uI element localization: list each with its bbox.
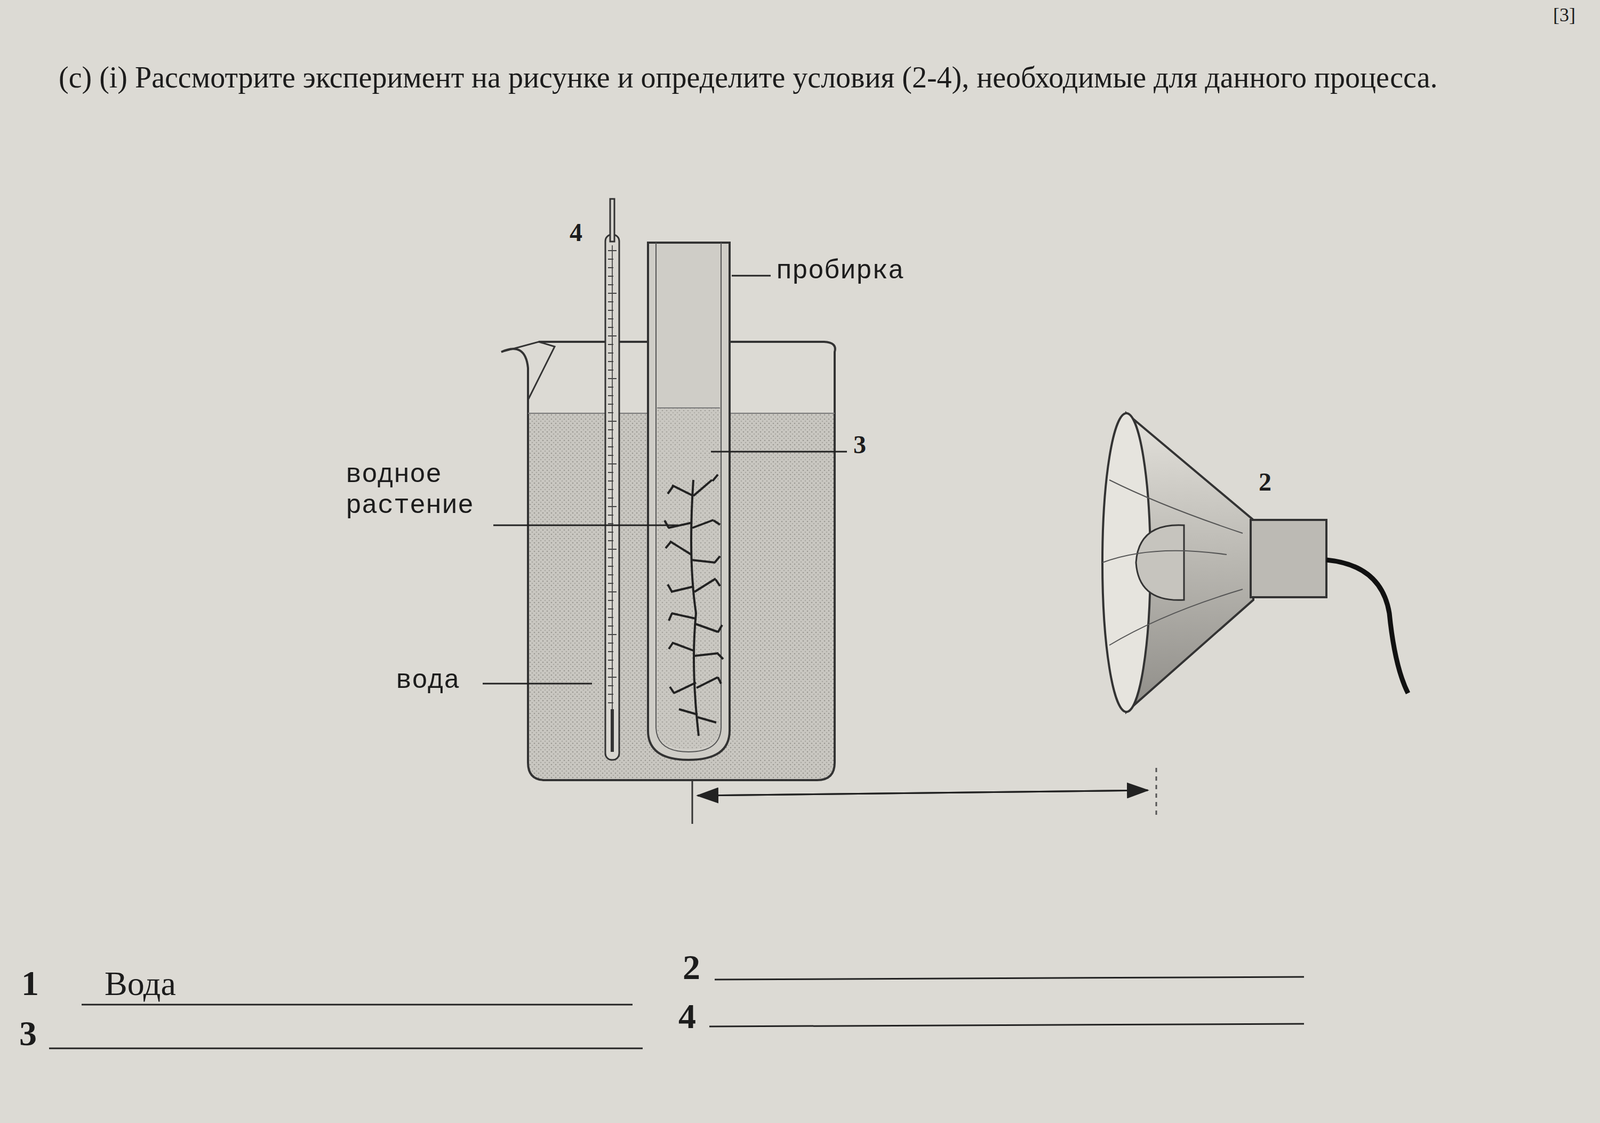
part-label: вода: [395, 665, 460, 697]
part-label: водное растение: [345, 459, 490, 522]
beaker: [501, 341, 836, 781]
question-text: (c) (i) Рассмотрите эксперимент на рисун…: [58, 59, 1568, 96]
answer-number: 3: [19, 1013, 37, 1054]
answer-lines: [49, 977, 1304, 1049]
aquatic-plant: [664, 474, 724, 736]
mark-count: [3]: [1553, 4, 1576, 27]
callout-number: 3: [853, 429, 867, 460]
callout-number: 4: [569, 217, 583, 247]
part-label: пробирка: [776, 256, 904, 287]
test-tube: [648, 242, 730, 760]
answer-text: Вода: [104, 964, 176, 1004]
thermometer: [605, 198, 620, 760]
leader-lines: [482, 275, 847, 684]
lamp: [1102, 413, 1408, 712]
callout-number: 2: [1258, 467, 1272, 497]
answer-number: 1: [21, 963, 39, 1004]
answer-number: 4: [678, 996, 696, 1037]
answer-number: 2: [682, 947, 701, 988]
beaker-spout: [501, 341, 555, 400]
